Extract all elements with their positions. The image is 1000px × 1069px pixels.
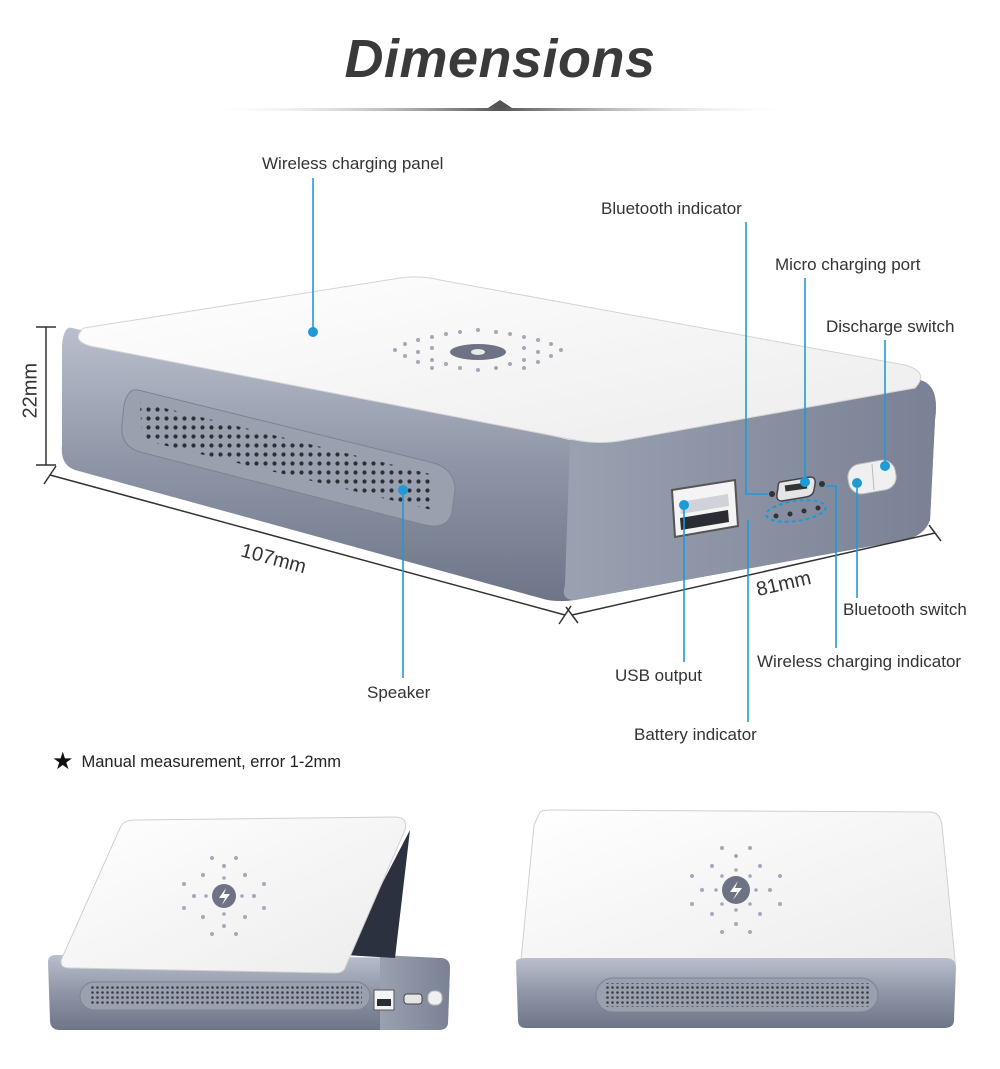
label-speaker: Speaker xyxy=(367,683,431,702)
page-title: Dimensions xyxy=(344,29,656,89)
dimension-lines xyxy=(36,326,942,625)
stand-view-front xyxy=(516,809,956,1028)
label-battery-indicator: Battery indicator xyxy=(634,725,757,744)
label-bluetooth-indicator: Bluetooth indicator xyxy=(601,199,742,218)
star-icon: ★ xyxy=(52,748,74,775)
callout-dots xyxy=(308,327,890,510)
label-micro-charging-port: Micro charging port xyxy=(775,255,921,274)
label-discharge-switch: Discharge switch xyxy=(826,317,955,336)
label-wireless-charging-panel: Wireless charging panel xyxy=(262,154,444,173)
dimension-height: 22mm xyxy=(19,362,42,419)
stand-view-angled xyxy=(48,816,450,1030)
main-device xyxy=(61,276,936,602)
callout-lines xyxy=(312,178,886,722)
title-underline xyxy=(200,100,800,111)
label-usb-output: USB output xyxy=(615,666,702,685)
usb-port xyxy=(670,478,740,539)
measurement-note: ★ Manual measurement, error 1-2mm xyxy=(52,750,341,774)
indicator-leds xyxy=(769,481,825,519)
charging-dots xyxy=(393,328,563,372)
measurement-note-text: Manual measurement, error 1-2mm xyxy=(81,752,342,771)
label-bluetooth-switch: Bluetooth switch xyxy=(843,600,967,619)
label-wireless-charging-indicator: Wireless charging indicator xyxy=(757,652,962,671)
